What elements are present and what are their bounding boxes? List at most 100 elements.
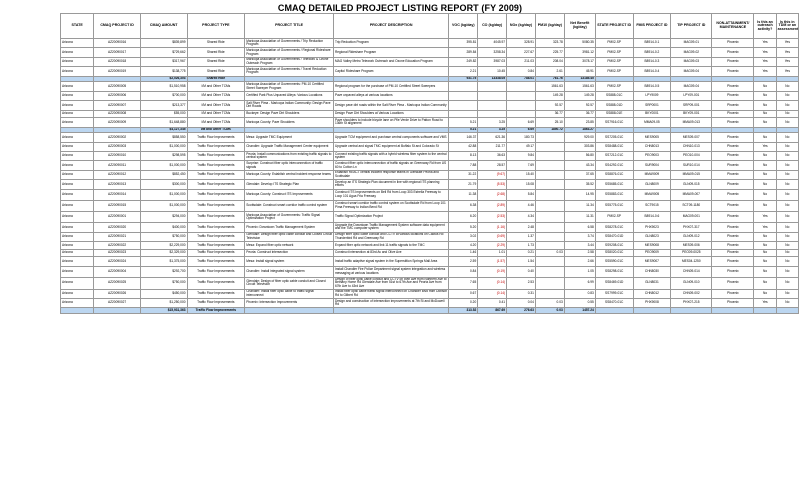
table-cell: I/M and Other TCMs xyxy=(186,81,246,92)
table-cell: $839,899 xyxy=(139,37,188,49)
table-cell: Phoenix xyxy=(711,256,755,267)
table-cell: SS888-01C xyxy=(594,90,634,102)
table-cell: 21.79 xyxy=(448,179,479,190)
table-cell: 6.69 xyxy=(506,117,536,128)
table-cell: $1,000,000 xyxy=(139,141,188,153)
table-cell: No xyxy=(753,100,777,111)
table-cell: 2.53 xyxy=(506,276,536,290)
table-cell: AZ20090002 xyxy=(93,132,141,143)
table-cell: Salt River Pima - Maricopa Indian Commun… xyxy=(244,100,334,111)
table-cell: 8.13 xyxy=(448,151,479,162)
table-cell: I/M and Other TCMs xyxy=(186,100,246,111)
table-cell: Traffic Flow Improvements xyxy=(186,188,246,201)
table-cell xyxy=(632,307,672,315)
table-cell: 6.20 xyxy=(448,211,479,224)
table-cell: Phoenix xyxy=(711,151,755,162)
table-cell: 7.69 xyxy=(506,160,536,171)
table-cell: Peoria: Install communications from exis… xyxy=(244,151,334,162)
table-cell: SS7212-01C xyxy=(594,151,634,162)
table-cell: 276.63 xyxy=(506,307,536,315)
table-cell: Traffic Flow Improvements xyxy=(186,241,246,250)
table-cell: Arizona xyxy=(59,297,95,309)
table-cell: Traffic Flow Improvements xyxy=(186,141,246,153)
table-cell: 49.17 xyxy=(506,141,536,153)
table-cell xyxy=(534,231,565,243)
table-cell: $292,700 xyxy=(139,265,188,278)
table-cell: Maricopa Association of Governments / Tr… xyxy=(244,66,334,77)
table-cell: AZ20090023 xyxy=(93,248,141,258)
table-cell: Arizona xyxy=(59,66,95,77)
table-cell: MES9008 xyxy=(632,241,672,250)
table-cell: AZ20090016 xyxy=(93,37,141,49)
table-cell: Mesa: Upgrade TMC Equipment xyxy=(244,132,334,143)
table-cell: Arizona xyxy=(59,56,95,68)
table-cell: $729,662 xyxy=(139,47,188,58)
table-cell: 0.20 xyxy=(448,297,479,309)
table-cell: Mesa: Install signal system xyxy=(244,256,334,267)
table-cell: Arizona xyxy=(59,288,95,299)
table-cell: Design Pave Dirt Shoulders at Various Lo… xyxy=(332,109,450,119)
table-cell: $300,000 xyxy=(139,179,188,190)
table-cell: No xyxy=(753,109,777,119)
table-cell: 35.52 xyxy=(563,179,596,190)
table-cell: SRP09-001 xyxy=(670,100,713,111)
table-cell: LPY9009 xyxy=(632,90,672,102)
table-cell: Yes xyxy=(753,56,777,68)
table-cell: AZ20090008 xyxy=(93,109,141,119)
table-cell: AZ20090003 xyxy=(93,141,141,153)
table-cell: PM02-SP xyxy=(594,81,634,92)
table-cell: Arizona xyxy=(59,188,95,201)
table-cell: 0.55 xyxy=(563,297,596,309)
table-cell: $213,377 xyxy=(139,100,188,111)
table-cell: BKY0001 xyxy=(632,109,672,119)
table-cell: Arizona xyxy=(59,37,95,49)
table-cell: No xyxy=(775,151,800,162)
table-cell: 211.77 xyxy=(477,141,508,153)
table-cell: 3.44 xyxy=(563,241,596,250)
table-cell xyxy=(448,81,479,92)
table-cell: Chandler: Upgrade Traffic Management Cen… xyxy=(244,141,334,153)
table-cell: Yes xyxy=(753,66,777,77)
table-cell: $852,450 xyxy=(139,169,188,181)
table-cell xyxy=(534,151,565,162)
table-cell: 0.04 xyxy=(506,297,536,309)
table-cell: SS5685-01C xyxy=(594,179,634,190)
table-cell: PHX9008 xyxy=(632,297,672,309)
table-cell: Arizona xyxy=(59,151,95,162)
column-header: PROJECT TYPE xyxy=(186,13,246,39)
table-cell: 5.21 xyxy=(448,117,479,128)
table-cell xyxy=(534,222,565,233)
table-cell: No xyxy=(753,288,777,299)
table-cell: 3.02 xyxy=(448,231,479,243)
table-cell: 1457.24 xyxy=(563,307,596,315)
table-cell: (0.14) xyxy=(477,276,508,290)
table-cell: AZ20090020 xyxy=(93,222,141,233)
table-cell xyxy=(534,141,565,153)
table-cell: 149.28 xyxy=(563,90,596,102)
table-cell: 621.36 xyxy=(477,132,508,143)
table-cell: Traffic Flow Improvements xyxy=(186,132,246,143)
table-cell: Construct smart corridor traffic control… xyxy=(332,199,450,213)
table-cell: Phoenix: Downtown Traffic Management Sys… xyxy=(244,222,334,233)
table-cell: No xyxy=(753,179,777,190)
table-cell: No xyxy=(753,265,777,278)
table-cell: Design fiber optic cable conduit and CCT… xyxy=(332,231,450,243)
table-cell: CHN8030 xyxy=(632,265,672,278)
table-cell: Peoria: Construct intersection xyxy=(244,248,334,258)
table-cell: Phoenix xyxy=(711,160,755,171)
table-cell: Capitol Rideshare Program xyxy=(332,66,450,77)
table-cell: Yes xyxy=(753,297,777,309)
table-cell: 328.91 xyxy=(506,37,536,49)
table-cell: SS8470-01C xyxy=(594,297,634,309)
table-cell: SS7999-01C xyxy=(594,288,634,299)
table-cell: MAG Valley Metro Telework Outreach and O… xyxy=(332,56,450,68)
table-cell: Arizona xyxy=(59,222,95,233)
table-cell: Arizona xyxy=(59,199,95,213)
